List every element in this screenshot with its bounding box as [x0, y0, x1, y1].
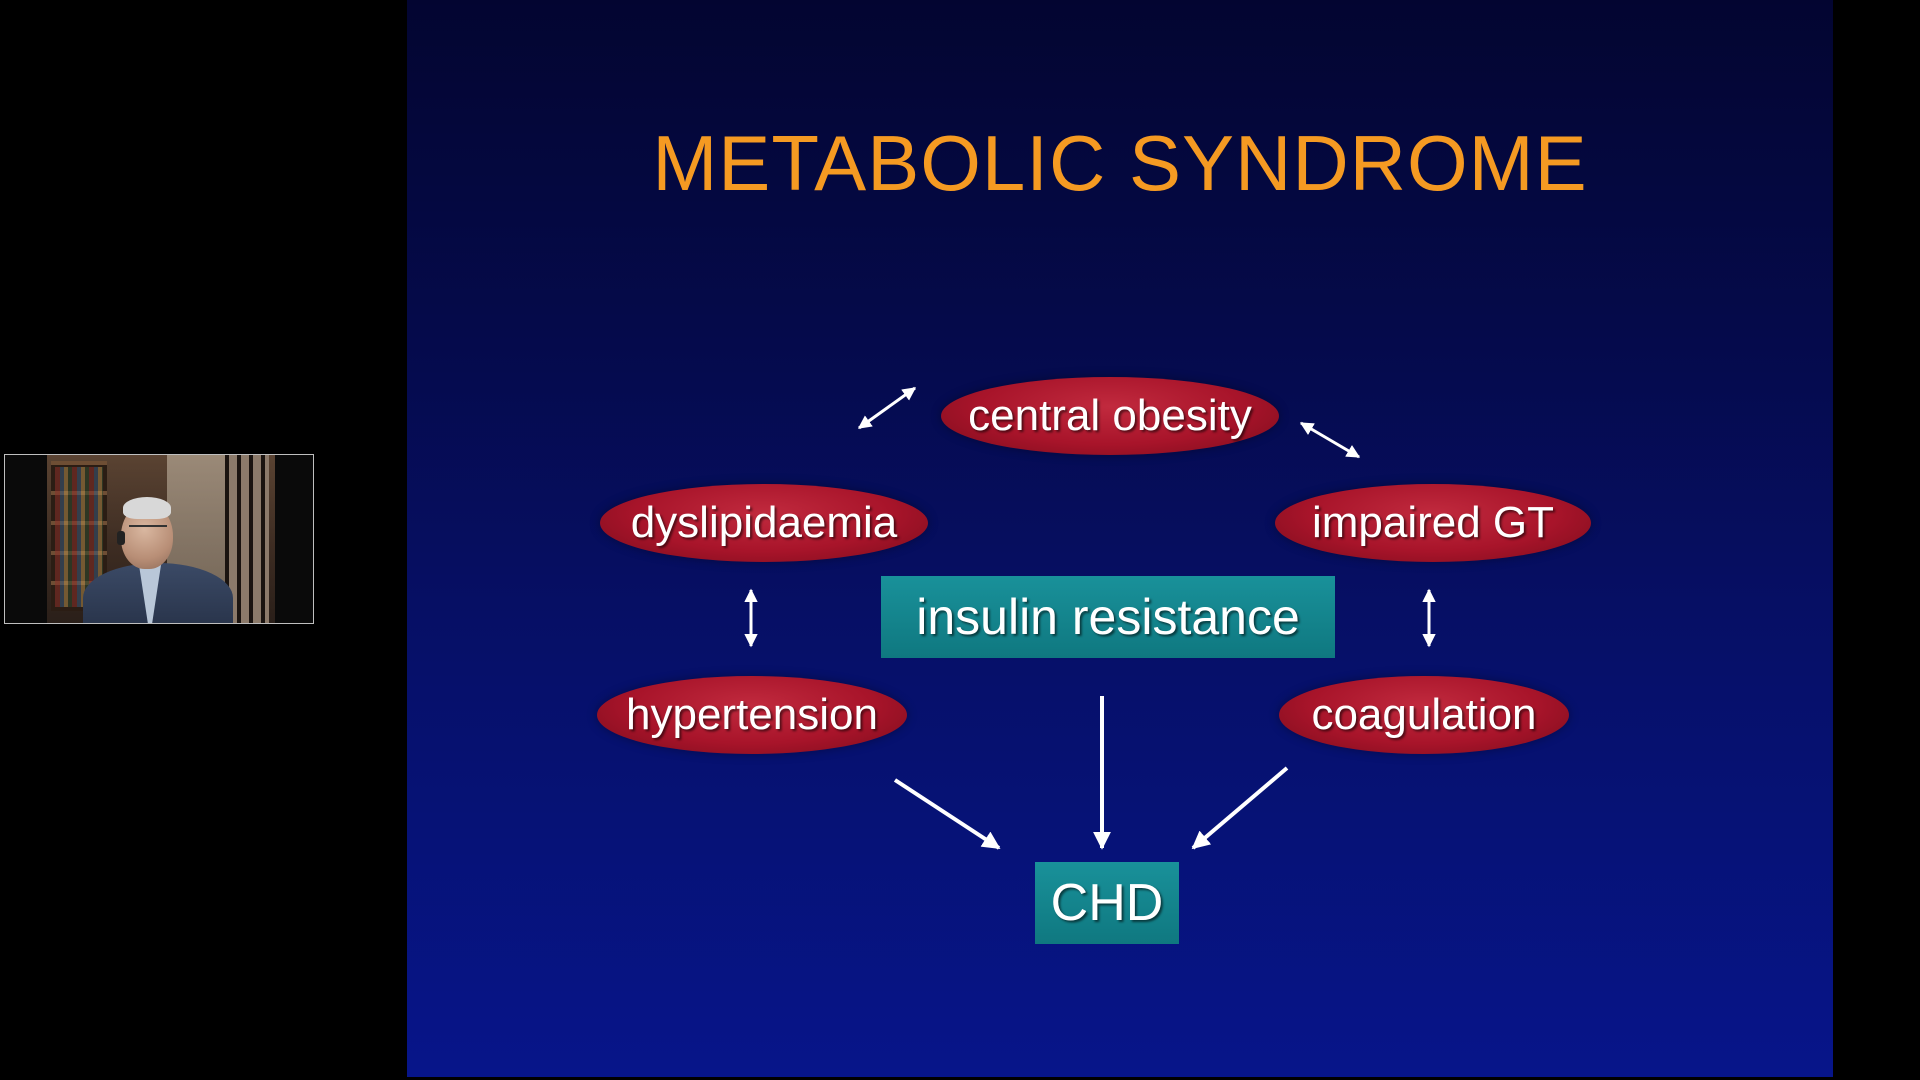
slide-title: METABOLIC SYNDROME: [652, 119, 1588, 207]
presenter-hair: [123, 497, 171, 519]
node-coagulation: coagulation: [1279, 676, 1569, 754]
webcam-video: [47, 455, 275, 623]
node-impaired-gt: impaired GT: [1275, 484, 1591, 562]
arrow-central-igt: [1299, 421, 1361, 459]
headset-icon: [117, 531, 125, 545]
presentation-slide: METABOLIC SYNDROME central obesity dysli…: [407, 0, 1833, 1077]
node-hypertension: hypertension: [597, 676, 907, 754]
presenter-glasses: [129, 525, 167, 535]
node-chd: CHD: [1035, 862, 1179, 944]
node-insulin-resistance: insulin resistance: [881, 576, 1335, 658]
webcam-thumbnail[interactable]: [4, 454, 314, 624]
node-dyslipidaemia: dyslipidaemia: [600, 484, 928, 562]
arrow-central-dyslip: [857, 386, 917, 430]
node-central-obesity: central obesity: [941, 377, 1279, 455]
arrow-coag-chd: [1191, 766, 1289, 850]
arrow-hyper-chd: [893, 778, 1001, 850]
